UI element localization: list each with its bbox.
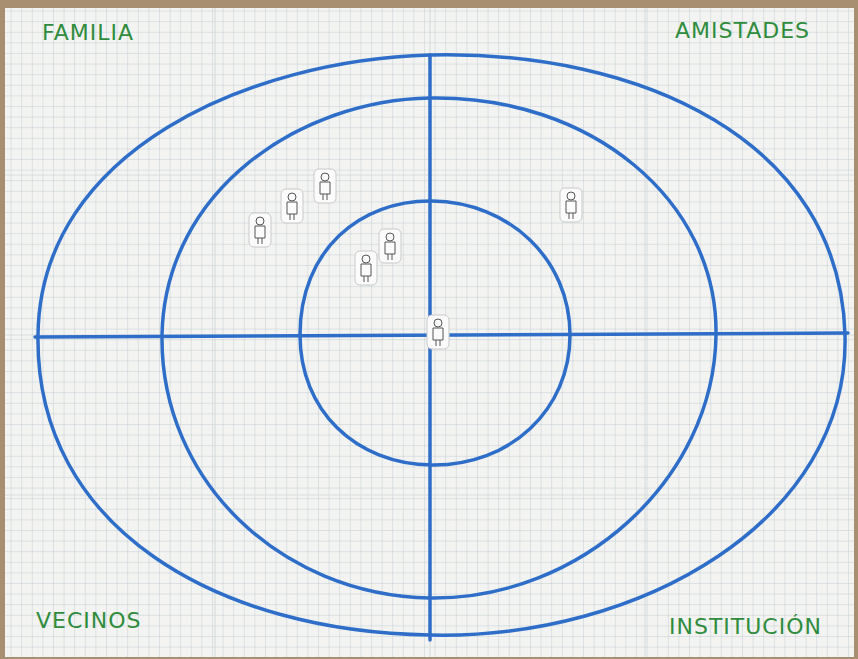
quadrant-label: INSTITUCIÓN <box>669 616 822 638</box>
quadrant-label: VECINOS <box>36 610 142 632</box>
grid <box>5 8 854 657</box>
person-figures <box>249 169 582 349</box>
rings <box>35 55 848 640</box>
quadrant-label: FAMILIA <box>42 22 134 44</box>
paper <box>5 8 854 657</box>
quadrant-label: AMISTADES <box>675 20 810 42</box>
fold-lines <box>5 8 854 657</box>
